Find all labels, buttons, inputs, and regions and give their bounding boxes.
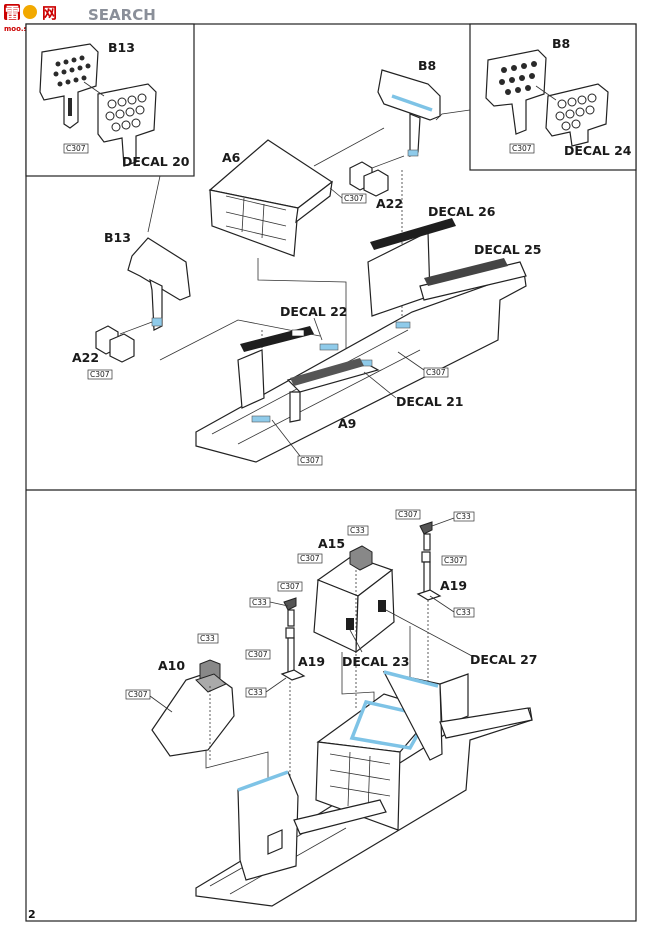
label-a6: A6 xyxy=(222,150,241,165)
label-decal25: DECAL 25 xyxy=(474,242,541,257)
code-c307-a22-left: C307 xyxy=(87,369,113,380)
inset-b8-panels xyxy=(485,49,609,147)
label-decal21: DECAL 21 xyxy=(396,394,463,409)
svg-text:C307: C307 xyxy=(398,510,418,519)
code-c33-a19-left-top: C33 xyxy=(249,597,271,608)
guide-b13 xyxy=(159,319,321,361)
label-a10: A10 xyxy=(158,658,185,673)
part-b8 xyxy=(377,69,441,157)
label-decal24: DECAL 24 xyxy=(564,143,632,158)
code-c307-inset-b13: C307 xyxy=(63,143,89,154)
svg-text:C307: C307 xyxy=(90,370,110,379)
svg-text:C307: C307 xyxy=(128,690,148,699)
part-a9 xyxy=(195,231,527,463)
label-decal27: DECAL 27 xyxy=(470,652,537,667)
guide-a10 xyxy=(205,750,269,780)
svg-text:C307: C307 xyxy=(300,456,320,465)
label-b8: B8 xyxy=(418,58,436,73)
watermark-cn-2: 网 xyxy=(42,4,57,22)
inset-b13-panels xyxy=(39,43,157,167)
svg-text:C307: C307 xyxy=(280,582,300,591)
code-c33-a10: C33 xyxy=(197,633,219,644)
decal25-strip xyxy=(424,258,508,286)
label-a19-left: A19 xyxy=(298,654,325,669)
decal27-mark xyxy=(378,600,386,612)
inset-b8-callout xyxy=(435,109,471,121)
watermark-logo-icon xyxy=(23,5,37,19)
code-c307-inset-b8: C307 xyxy=(509,143,535,154)
label-b13-inset: B13 xyxy=(108,40,135,55)
svg-text:C33: C33 xyxy=(456,512,471,521)
code-c307-a15: C307 xyxy=(297,553,323,564)
label-a22-top: A22 xyxy=(376,196,403,211)
decal21-strip xyxy=(290,358,364,386)
svg-text:C307: C307 xyxy=(300,554,320,563)
svg-text:C307: C307 xyxy=(512,144,532,153)
code-c307-a19-right-top: C307 xyxy=(395,509,421,520)
label-decal20: DECAL 20 xyxy=(122,154,190,169)
code-c307-a19-right-mid: C307 xyxy=(441,555,467,566)
svg-text:C33: C33 xyxy=(350,526,365,535)
part-a22-top xyxy=(349,155,405,197)
svg-text:C307: C307 xyxy=(248,650,268,659)
part-a6 xyxy=(208,139,334,257)
code-c307-a9-bottom: C307 xyxy=(297,455,323,466)
decal26-strip xyxy=(370,218,456,250)
label-decal22: DECAL 22 xyxy=(280,304,347,319)
svg-text:C33: C33 xyxy=(252,598,267,607)
inset-b13-callout xyxy=(147,175,194,233)
part-a22-left xyxy=(95,321,153,363)
label-decal26: DECAL 26 xyxy=(428,204,496,219)
watermark-cn-1: 雷 xyxy=(5,4,20,22)
part-a19-right xyxy=(416,521,442,601)
code-c33-a19-left-bottom: C33 xyxy=(245,687,267,698)
label-a9: A9 xyxy=(338,416,356,431)
svg-text:C33: C33 xyxy=(200,634,215,643)
watermark-search: SEARCH xyxy=(88,6,156,24)
part-b13 xyxy=(127,237,191,331)
label-b13: B13 xyxy=(104,230,131,245)
code-c307-a9-right: C307 xyxy=(423,367,449,378)
part-a15 xyxy=(313,545,395,654)
svg-text:C307: C307 xyxy=(344,194,364,203)
assembled-cockpit xyxy=(195,670,533,907)
part-a19-left xyxy=(280,597,306,681)
code-c33-a19-right-top: C33 xyxy=(453,511,475,522)
label-b8-inset: B8 xyxy=(552,36,570,51)
svg-text:C33: C33 xyxy=(456,608,471,617)
code-c33-a15: C33 xyxy=(347,525,369,536)
code-c307-a19-left-mid: C307 xyxy=(245,649,271,660)
svg-text:C33: C33 xyxy=(248,688,263,697)
label-a15: A15 xyxy=(318,536,345,551)
label-a22-left: A22 xyxy=(72,350,99,365)
label-decal23: DECAL 23 xyxy=(342,654,409,669)
guide-a15 xyxy=(341,652,375,706)
code-c307-a19-left-top: C307 xyxy=(277,581,303,592)
guide-a6 xyxy=(257,258,347,350)
page-number: 2 xyxy=(28,908,36,921)
code-c307-a10: C307 xyxy=(125,689,151,700)
code-c33-a19-right-bottom: C33 xyxy=(453,607,475,618)
page-frame xyxy=(25,23,637,922)
part-a10 xyxy=(151,659,235,757)
svg-text:C307: C307 xyxy=(426,368,446,377)
svg-text:C307: C307 xyxy=(66,144,86,153)
decal22-strip xyxy=(240,326,314,352)
decal23-mark xyxy=(346,618,354,630)
code-c307-a6: C307 xyxy=(341,193,367,204)
svg-text:C307: C307 xyxy=(444,556,464,565)
label-a19-right: A19 xyxy=(440,578,467,593)
